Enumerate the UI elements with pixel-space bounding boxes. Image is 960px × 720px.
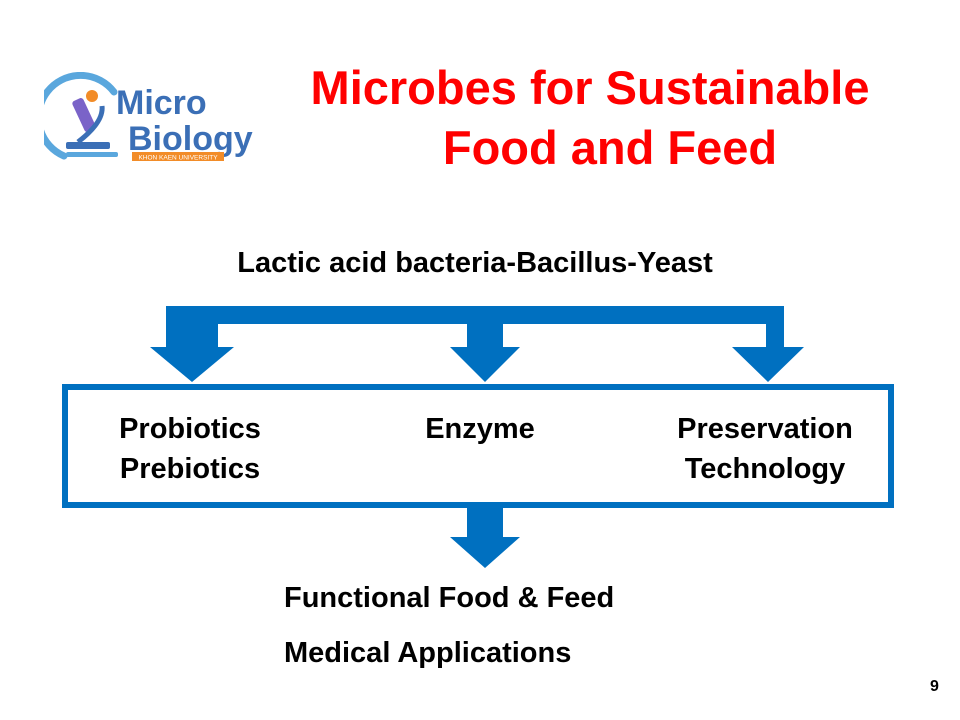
title-line-2: Food and Feed xyxy=(442,121,778,174)
outputs-list: Functional Food & Feed Medical Applicati… xyxy=(284,578,844,673)
logo-ribbon xyxy=(132,152,224,161)
logo-arc xyxy=(35,71,118,160)
category-label: Prebiotics xyxy=(119,453,261,485)
branch-connector xyxy=(166,306,784,350)
category-enzyme: Enzyme xyxy=(390,409,570,449)
category-label: Probiotics xyxy=(119,413,261,445)
arrow-down-output xyxy=(450,502,520,568)
output-item: Medical Applications xyxy=(284,637,572,669)
logo-ribbon-text: KHON KAEN UNIVERSITY xyxy=(138,155,218,162)
category-label: Technology xyxy=(684,453,846,485)
microscope-icon xyxy=(66,90,118,157)
microbiology-logo: Micro Biology KHON KAEN UNIVERSITY xyxy=(35,71,264,168)
arrow-down-right xyxy=(732,347,804,382)
logo-text-biology: Biology xyxy=(128,120,253,158)
arrow-down-center xyxy=(450,347,520,382)
output-item: Functional Food & Feed xyxy=(284,582,615,614)
category-probiotics: Probiotics Prebiotics xyxy=(80,409,300,489)
logo-text-micro: Micro xyxy=(116,84,207,122)
title-line-1: Microbes for Sustainable xyxy=(310,61,870,114)
category-label: Enzyme xyxy=(425,413,535,445)
slide-title: Microbes for Sustainable Food and Feed xyxy=(250,58,930,178)
category-preservation: Preservation Technology xyxy=(650,409,880,489)
arrow-down-left xyxy=(150,347,234,382)
page-number: 9 xyxy=(930,678,939,695)
applications-box xyxy=(62,384,894,508)
source-organisms-label: Lactic acid bacteria-Bacillus-Yeast xyxy=(237,247,713,279)
category-label: Preservation xyxy=(677,413,853,445)
